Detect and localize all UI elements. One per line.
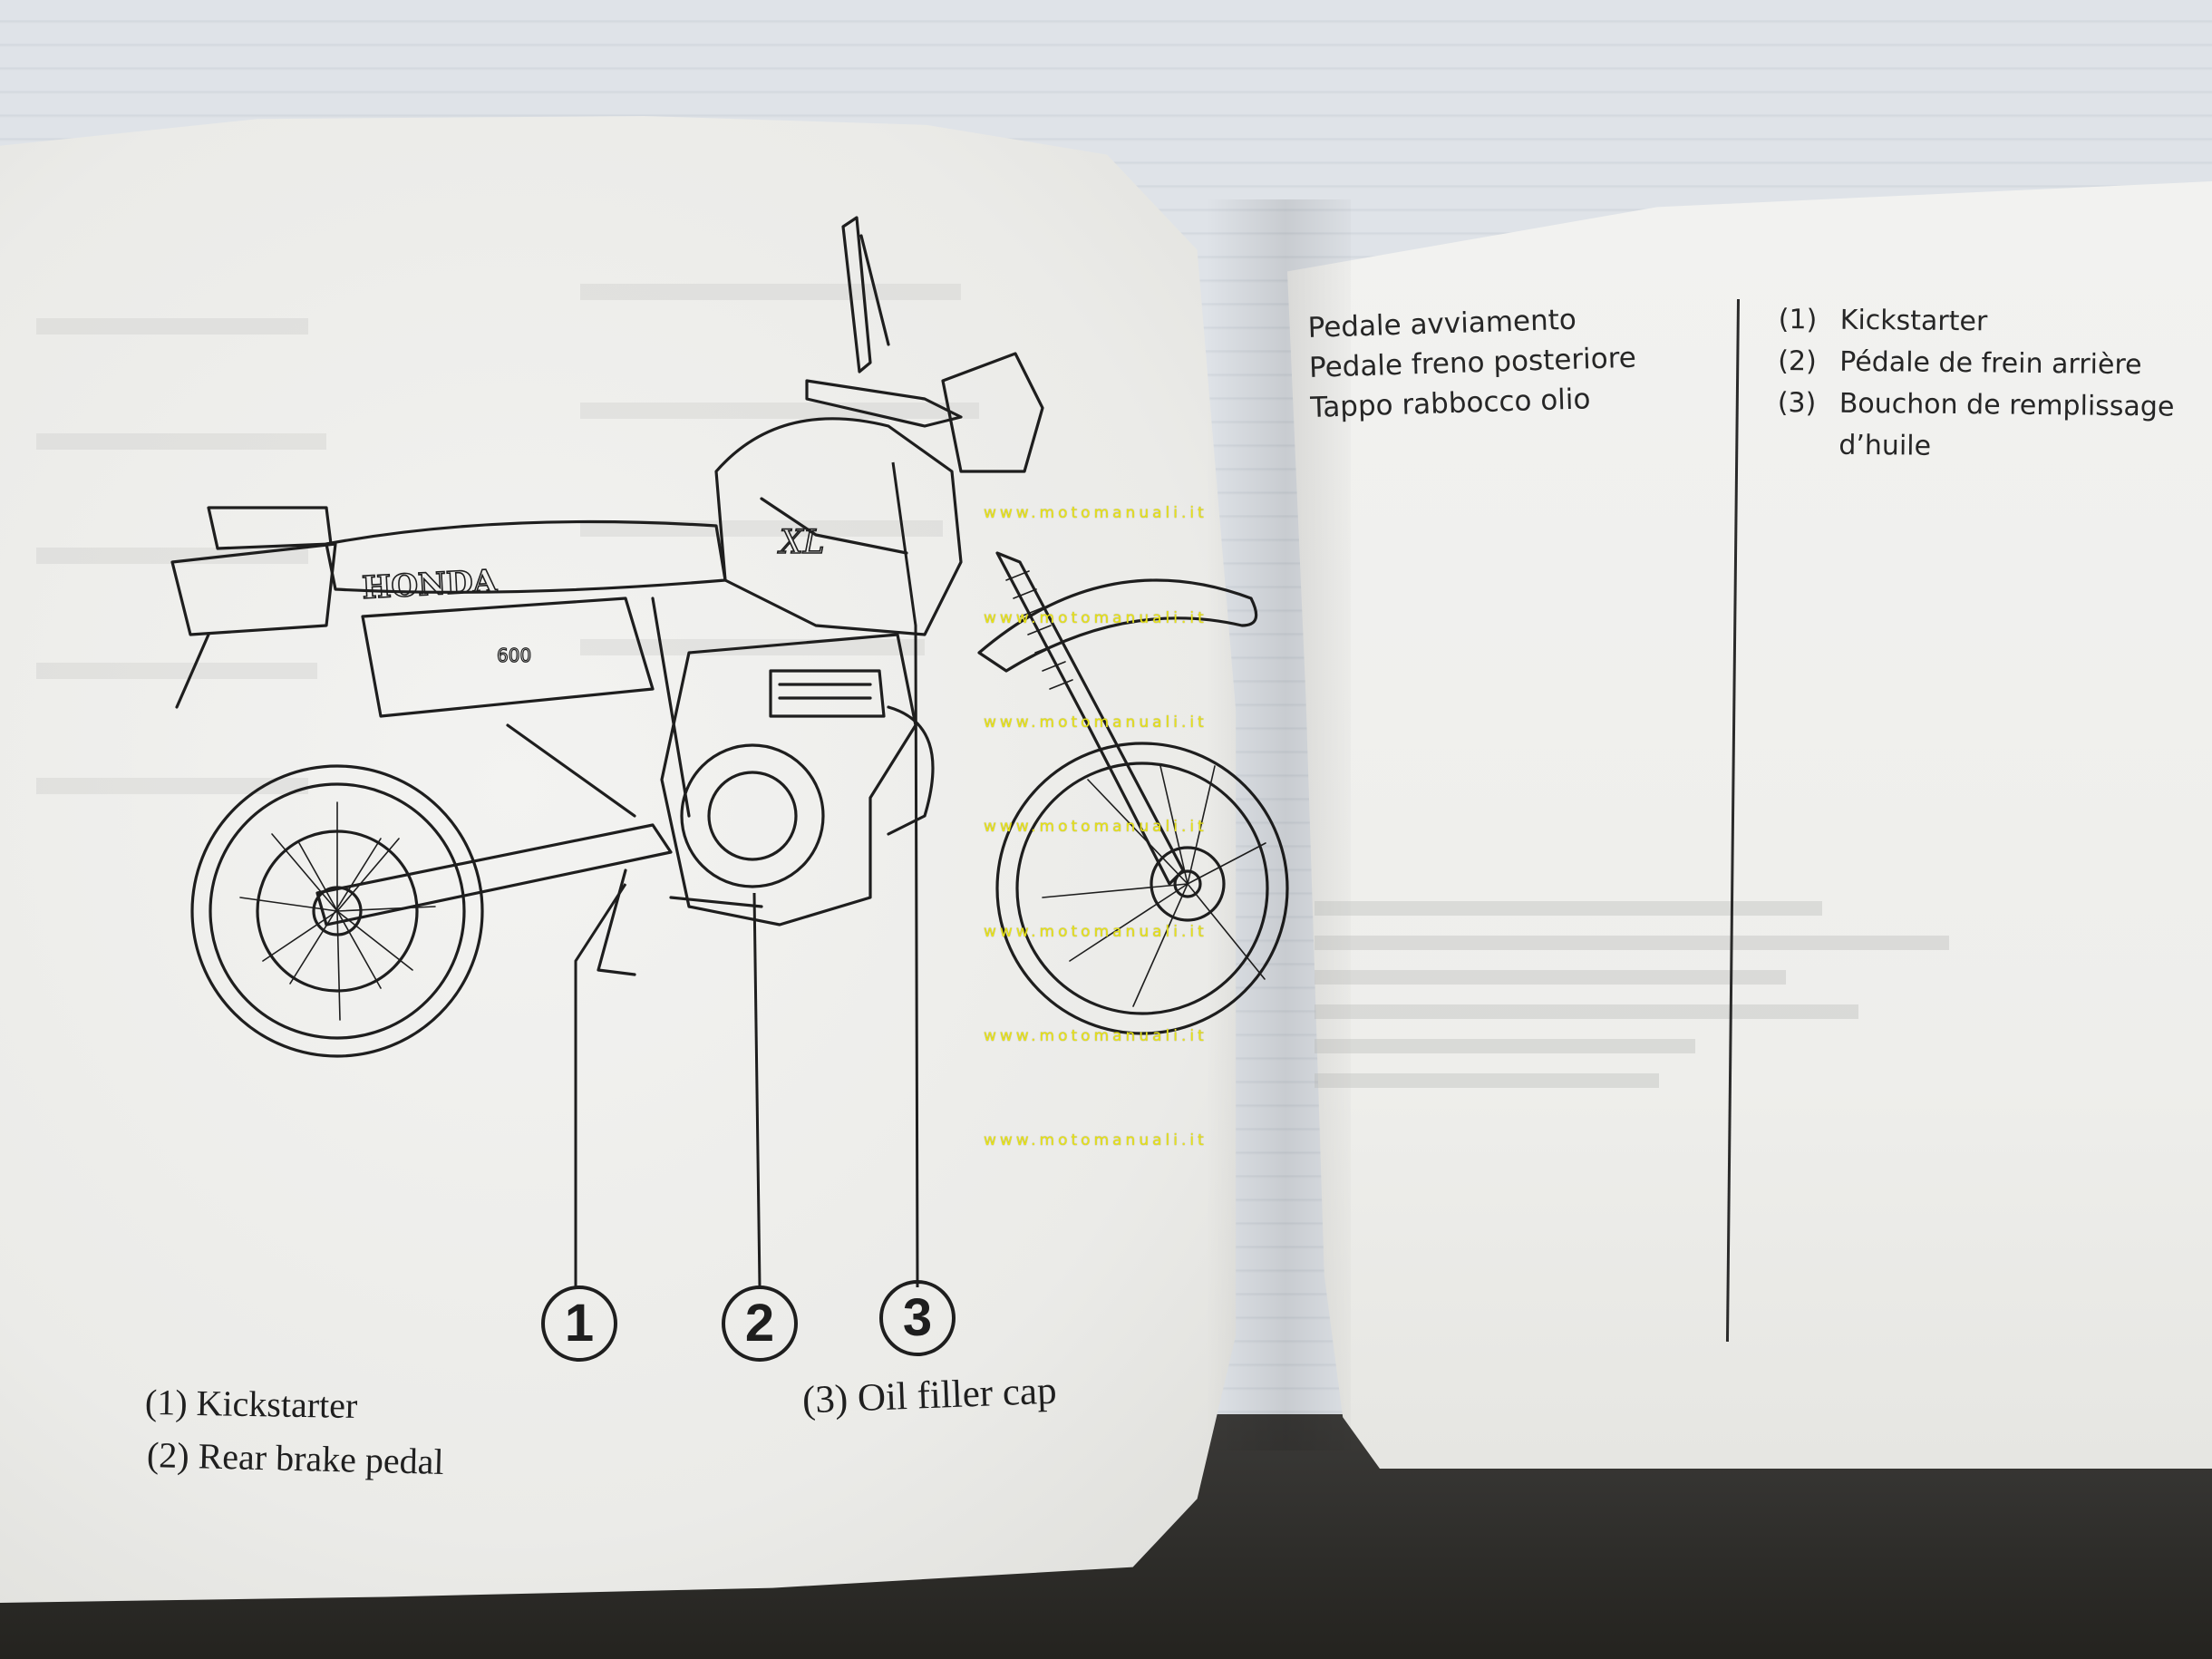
french-item-2-number: (2): [1778, 344, 1817, 378]
watermark-1: www.motomanuali.it: [984, 504, 1208, 522]
french-item-3-text-continued: d’huile: [1838, 429, 1932, 462]
honda-logo-text: HONDA: [361, 563, 498, 606]
callout-leaders: [574, 461, 919, 1288]
watermark-5: www.motomanuali.it: [984, 923, 1208, 941]
side-panel-text: 600: [497, 645, 531, 666]
xl-badge-text: XL: [777, 524, 825, 561]
front-wheel: [995, 742, 1289, 1035]
callout-1: 1: [541, 1285, 617, 1362]
front-spokes: [1042, 765, 1266, 1007]
french-item-3-continued: d’huile: [1777, 424, 2174, 471]
caption-kickstarter: (1) Kickstarter: [144, 1381, 358, 1427]
french-item-2: (2) Pédale de frein arrière: [1778, 341, 2175, 387]
watermark-3: www.motomanuali.it: [984, 713, 1208, 732]
french-item-3-text: Bouchon de remplissage: [1838, 387, 2175, 423]
bleed-through-right: [1315, 888, 1967, 1197]
callout-2: 2: [722, 1285, 798, 1362]
callout-3: 3: [879, 1280, 956, 1356]
bleed-through-text-left: [36, 236, 344, 794]
watermark-7: www.motomanuali.it: [984, 1131, 1208, 1150]
french-item-3-number: (3): [1777, 386, 1817, 420]
french-item-1-number: (1): [1778, 303, 1818, 336]
watermark-6: www.motomanuali.it: [984, 1027, 1208, 1045]
spine-shadow: [1206, 199, 1351, 1450]
rear-spokes: [239, 801, 436, 1021]
french-item-1: (1) Kickstarter: [1779, 299, 2176, 345]
french-item-1-text: Kickstarter: [1839, 304, 1988, 338]
french-item-2-text: Pédale de frein arrière: [1839, 345, 2142, 382]
watermark-4: www.motomanuali.it: [984, 818, 1208, 836]
right-page: [1287, 181, 2212, 1469]
french-item-3: (3) Bouchon de remplissage: [1778, 383, 2175, 429]
watermark-2: www.motomanuali.it: [984, 609, 1208, 627]
fork-boot-ribs: [1005, 570, 1073, 690]
caption-rear-brake-pedal: (2) Rear brake pedal: [146, 1434, 445, 1482]
italian-labels: Pedale avviamento Pedale freno posterior…: [1307, 298, 1638, 428]
left-page: [0, 116, 1237, 1603]
french-labels: (1) Kickstarter (2) Pédale de frein arri…: [1777, 299, 2176, 471]
